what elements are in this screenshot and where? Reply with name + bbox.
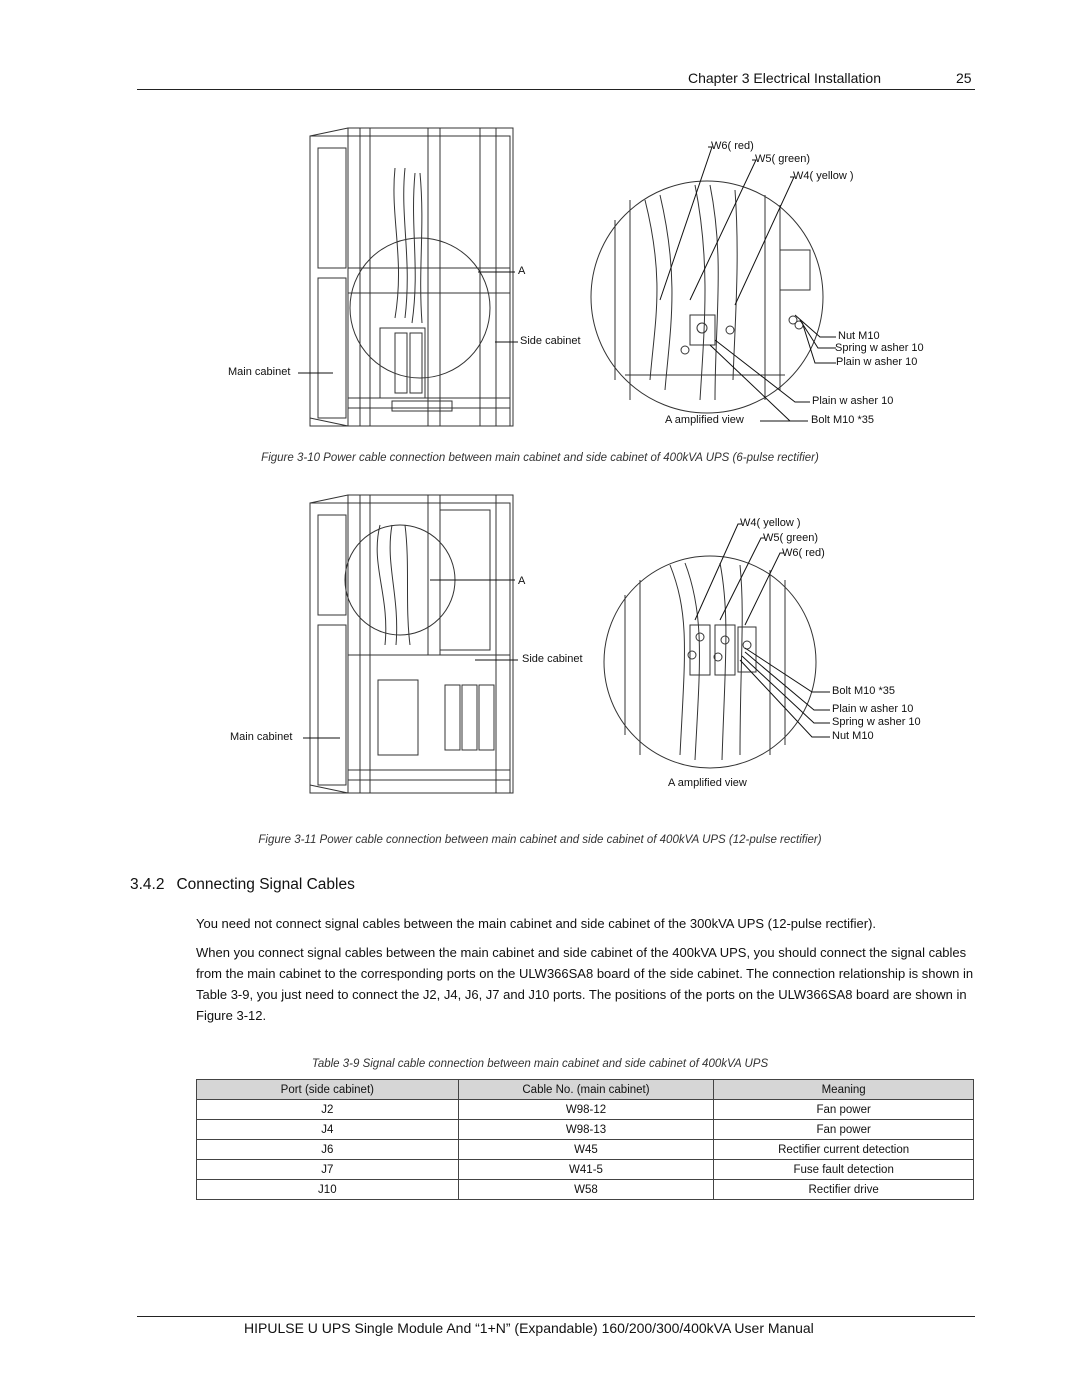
section-heading: 3.4.2 Connecting Signal Cables (130, 876, 355, 894)
fig11-label-w5: W5( green) (763, 532, 819, 544)
fig10-label-plain-washer-1: Plain w asher 10 (836, 356, 918, 368)
fig11-label-a: A (518, 575, 526, 587)
table-row: J4 W98-13 Fan power (196, 1119, 974, 1140)
fig11-label-spring-washer: Spring w asher 10 (832, 716, 921, 728)
table-cell: Rectifier drive (713, 1179, 974, 1200)
figure-11-callouts (303, 523, 830, 739)
fig10-label-a: A (518, 265, 526, 277)
table-caption: Table 3-9 Signal cable connection betwee… (311, 1058, 769, 1070)
fig10-label-w6: W6( red) (711, 140, 754, 152)
figure-10-amplified-circle (590, 180, 824, 414)
running-header: Chapter 3 Electrical Installation (688, 70, 881, 86)
fig10-label-amplified-view: A amplified view (665, 414, 744, 426)
section-number: 3.4.2 (130, 876, 165, 893)
table-cell: W45 (457, 1139, 715, 1160)
fig11-label-bolt: Bolt M10 *35 (832, 685, 895, 697)
table-row: J6 W45 Rectifier current detection (196, 1139, 974, 1160)
fig10-label-nut: Nut M10 (838, 330, 880, 342)
table-header-port: Port (side cabinet) (196, 1079, 459, 1100)
body-text: You need not connect signal cables betwe… (196, 913, 982, 1034)
paragraph-2: When you connect signal cables between t… (196, 945, 974, 1023)
signal-cable-table: Port (side cabinet) Cable No. (main cabi… (196, 1079, 974, 1200)
page-number: 25 (956, 70, 972, 86)
figure-11-cabinet-drawing (309, 494, 514, 794)
table-header-meaning: Meaning (713, 1079, 974, 1100)
table-cell: Fan power (713, 1119, 974, 1140)
fig11-label-nut: Nut M10 (832, 730, 874, 742)
fig10-label-w4: W4( yellow ) (793, 170, 854, 182)
fig10-label-spring-washer: Spring w asher 10 (835, 342, 924, 354)
fig10-label-plain-washer-2: Plain w asher 10 (812, 395, 894, 407)
footer-text: HIPULSE U UPS Single Module And “1+N” (E… (244, 1320, 814, 1336)
table-header-row: Port (side cabinet) Cable No. (main cabi… (196, 1079, 974, 1100)
fig10-label-bolt: Bolt M10 *35 (811, 414, 874, 426)
fig10-label-side-cabinet: Side cabinet (520, 335, 581, 347)
fig11-label-w6: W6( red) (782, 547, 825, 559)
figure-11-caption: Figure 3-11 Power cable connection betwe… (258, 834, 822, 846)
figure-10-callouts (298, 146, 836, 422)
table-row: J2 W98-12 Fan power (196, 1099, 974, 1120)
footer-rule (137, 1316, 975, 1317)
fig11-label-amplified-view: A amplified view (668, 777, 747, 789)
table-cell: W98-13 (457, 1119, 715, 1140)
table-cell: J6 (196, 1139, 459, 1160)
paragraph-1: You need not connect signal cables betwe… (196, 916, 877, 931)
table-cell: J7 (196, 1159, 459, 1180)
table-cell: Fuse fault detection (713, 1159, 974, 1180)
header-rule (137, 89, 975, 90)
table-cell: J4 (196, 1119, 459, 1140)
table-cell: J2 (196, 1099, 459, 1120)
fig11-label-side-cabinet: Side cabinet (522, 653, 583, 665)
figure-10-caption: Figure 3-10 Power cable connection betwe… (261, 452, 819, 464)
table-cell: W58 (457, 1179, 715, 1200)
table-cell: Rectifier current detection (713, 1139, 974, 1160)
fig11-label-main-cabinet: Main cabinet (230, 731, 293, 743)
table-header-cable: Cable No. (main cabinet) (457, 1079, 715, 1100)
section-title: Connecting Signal Cables (176, 876, 355, 893)
figure-10-cabinet-drawing (309, 127, 514, 427)
fig10-label-main-cabinet: Main cabinet (228, 366, 291, 378)
fig10-label-w5: W5( green) (755, 153, 811, 165)
table-cell: W98-12 (457, 1099, 715, 1120)
figure-11-amplified-circle (603, 555, 817, 769)
fig11-label-w4: W4( yellow ) (740, 517, 801, 529)
table-cell: J10 (196, 1179, 459, 1200)
table-cell: Fan power (713, 1099, 974, 1120)
fig11-label-plain-washer: Plain w asher 10 (832, 703, 914, 715)
table-row: J7 W41-5 Fuse fault detection (196, 1159, 974, 1180)
table-cell: W41-5 (457, 1159, 715, 1180)
table-row: J10 W58 Rectifier drive (196, 1179, 974, 1200)
